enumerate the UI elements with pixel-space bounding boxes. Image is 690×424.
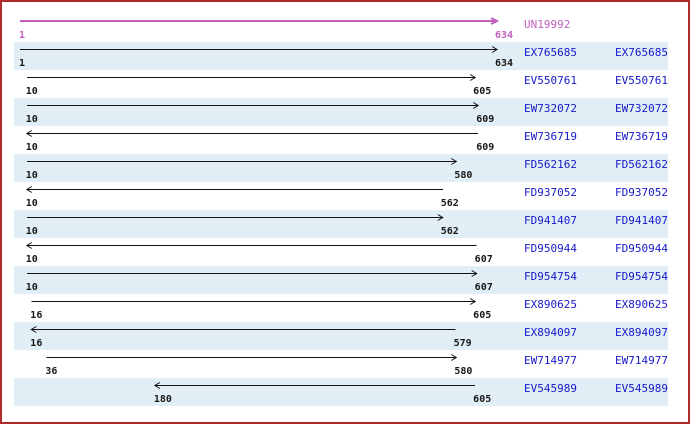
accession-label[interactable]: EW732072 bbox=[524, 102, 577, 115]
start-coordinate: 10 bbox=[25, 282, 38, 293]
accession-link[interactable]: EV550761 bbox=[615, 74, 668, 87]
alignment-arrow bbox=[153, 382, 476, 389]
end-coordinate: 562 bbox=[440, 198, 459, 209]
accession-label[interactable]: EV550761 bbox=[524, 74, 577, 87]
start-coordinate: 10 bbox=[25, 254, 38, 265]
accession-label[interactable]: FD937052 bbox=[524, 186, 577, 199]
accession-label[interactable]: FD562162 bbox=[524, 158, 577, 171]
end-coordinate: 634 bbox=[495, 30, 514, 41]
accession-label[interactable]: EX765685 bbox=[524, 46, 577, 59]
accession-link[interactable]: FD937052 bbox=[615, 186, 668, 199]
accession-label[interactable]: EX894097 bbox=[524, 326, 577, 339]
alignment-row: 10 562 FD937052 FD937052 bbox=[2, 182, 688, 210]
alignment-row: 16 605 EX890625 EX890625 bbox=[2, 294, 688, 322]
accession-link[interactable]: EX765685 bbox=[615, 46, 668, 59]
row-band bbox=[14, 378, 668, 406]
alignment-arrow bbox=[25, 186, 443, 193]
alignment-arrow bbox=[31, 298, 477, 305]
accession-link[interactable]: EW714977 bbox=[615, 354, 668, 367]
accession-link[interactable]: FD950944 bbox=[615, 242, 668, 255]
accession-label[interactable]: EW736719 bbox=[524, 130, 577, 143]
alignment-row: 1 634 EX765685 EX765685 bbox=[2, 42, 688, 70]
row-band bbox=[14, 154, 668, 182]
accession-label[interactable]: FD954754 bbox=[524, 270, 577, 283]
alignment-row: 10 607 FD950944 FD950944 bbox=[2, 238, 688, 266]
alignment-row: 36 580 EW714977 EW714977 bbox=[2, 350, 688, 378]
alignment-row: 180 605 EV545989 EV545989 bbox=[2, 378, 688, 406]
row-band bbox=[14, 98, 668, 126]
alignment-arrow bbox=[25, 130, 479, 137]
start-coordinate: 10 bbox=[25, 86, 38, 97]
start-coordinate: 16 bbox=[30, 338, 43, 349]
alignment-row: 10 605 EV550761 EV550761 bbox=[2, 70, 688, 98]
alignment-arrow bbox=[30, 326, 456, 333]
start-coordinate: 1 bbox=[19, 58, 26, 69]
end-coordinate: 607 bbox=[474, 282, 493, 293]
alignment-row: 10 580 FD562162 FD562162 bbox=[2, 154, 688, 182]
start-coordinate: 10 bbox=[25, 170, 38, 181]
end-coordinate: 580 bbox=[454, 366, 473, 377]
accession-link[interactable]: EX890625 bbox=[615, 298, 668, 311]
end-coordinate: 562 bbox=[440, 226, 459, 237]
start-coordinate: 10 bbox=[25, 142, 38, 153]
end-coordinate: 605 bbox=[473, 310, 492, 321]
start-coordinate: 1 bbox=[19, 30, 26, 41]
start-coordinate: 10 bbox=[25, 198, 38, 209]
start-coordinate: 10 bbox=[25, 226, 38, 237]
alignment-arrow bbox=[26, 214, 444, 221]
accession-label[interactable]: EX890625 bbox=[524, 298, 577, 311]
start-coordinate: 16 bbox=[30, 310, 43, 321]
alignment-arrow bbox=[26, 102, 480, 109]
accession-link[interactable]: EV545989 bbox=[615, 382, 668, 395]
end-coordinate: 579 bbox=[453, 338, 472, 349]
accession-label[interactable]: EV545989 bbox=[524, 382, 577, 395]
alignment-row: 10 609 EW732072 EW732072 bbox=[2, 98, 688, 126]
row-band bbox=[14, 42, 668, 70]
accession-link[interactable]: EW736719 bbox=[615, 130, 668, 143]
end-coordinate: 634 bbox=[495, 58, 514, 69]
accession-label[interactable]: FD941407 bbox=[524, 214, 577, 227]
alignment-row: 1 634 UN19992 bbox=[2, 14, 688, 42]
start-coordinate: 180 bbox=[153, 394, 172, 405]
end-coordinate: 609 bbox=[476, 114, 495, 125]
end-coordinate: 580 bbox=[454, 170, 473, 181]
accession-label[interactable]: EW714977 bbox=[524, 354, 577, 367]
accession-link[interactable]: EW732072 bbox=[615, 102, 668, 115]
end-coordinate: 605 bbox=[473, 86, 492, 97]
alignment-arrow bbox=[26, 158, 458, 165]
accession-link[interactable]: FD941407 bbox=[615, 214, 668, 227]
accession-link[interactable]: FD954754 bbox=[615, 270, 668, 283]
alignment-arrow bbox=[46, 354, 458, 361]
alignment-arrow bbox=[20, 46, 499, 53]
accession-link[interactable]: EX894097 bbox=[615, 326, 668, 339]
end-coordinate: 607 bbox=[474, 254, 493, 265]
alignment-arrow bbox=[20, 17, 500, 25]
row-band bbox=[14, 322, 668, 350]
row-band bbox=[14, 210, 668, 238]
alignment-row: 10 609 EW736719 EW736719 bbox=[2, 126, 688, 154]
alignment-arrow bbox=[26, 74, 477, 81]
end-coordinate: 605 bbox=[473, 394, 492, 405]
alignment-row: 10 607 FD954754 FD954754 bbox=[2, 266, 688, 294]
alignment-arrow bbox=[25, 242, 477, 249]
end-coordinate: 609 bbox=[476, 142, 495, 153]
accession-label[interactable]: FD950944 bbox=[524, 242, 577, 255]
accession-link[interactable]: FD562162 bbox=[615, 158, 668, 171]
query-label: UN19992 bbox=[524, 18, 571, 31]
alignment-row: 10 562 FD941407 FD941407 bbox=[2, 210, 688, 238]
alignment-row: 16 579 EX894097 EX894097 bbox=[2, 322, 688, 350]
start-coordinate: 36 bbox=[45, 366, 58, 377]
row-band bbox=[14, 266, 668, 294]
start-coordinate: 10 bbox=[25, 114, 38, 125]
alignment-arrow bbox=[26, 270, 478, 277]
